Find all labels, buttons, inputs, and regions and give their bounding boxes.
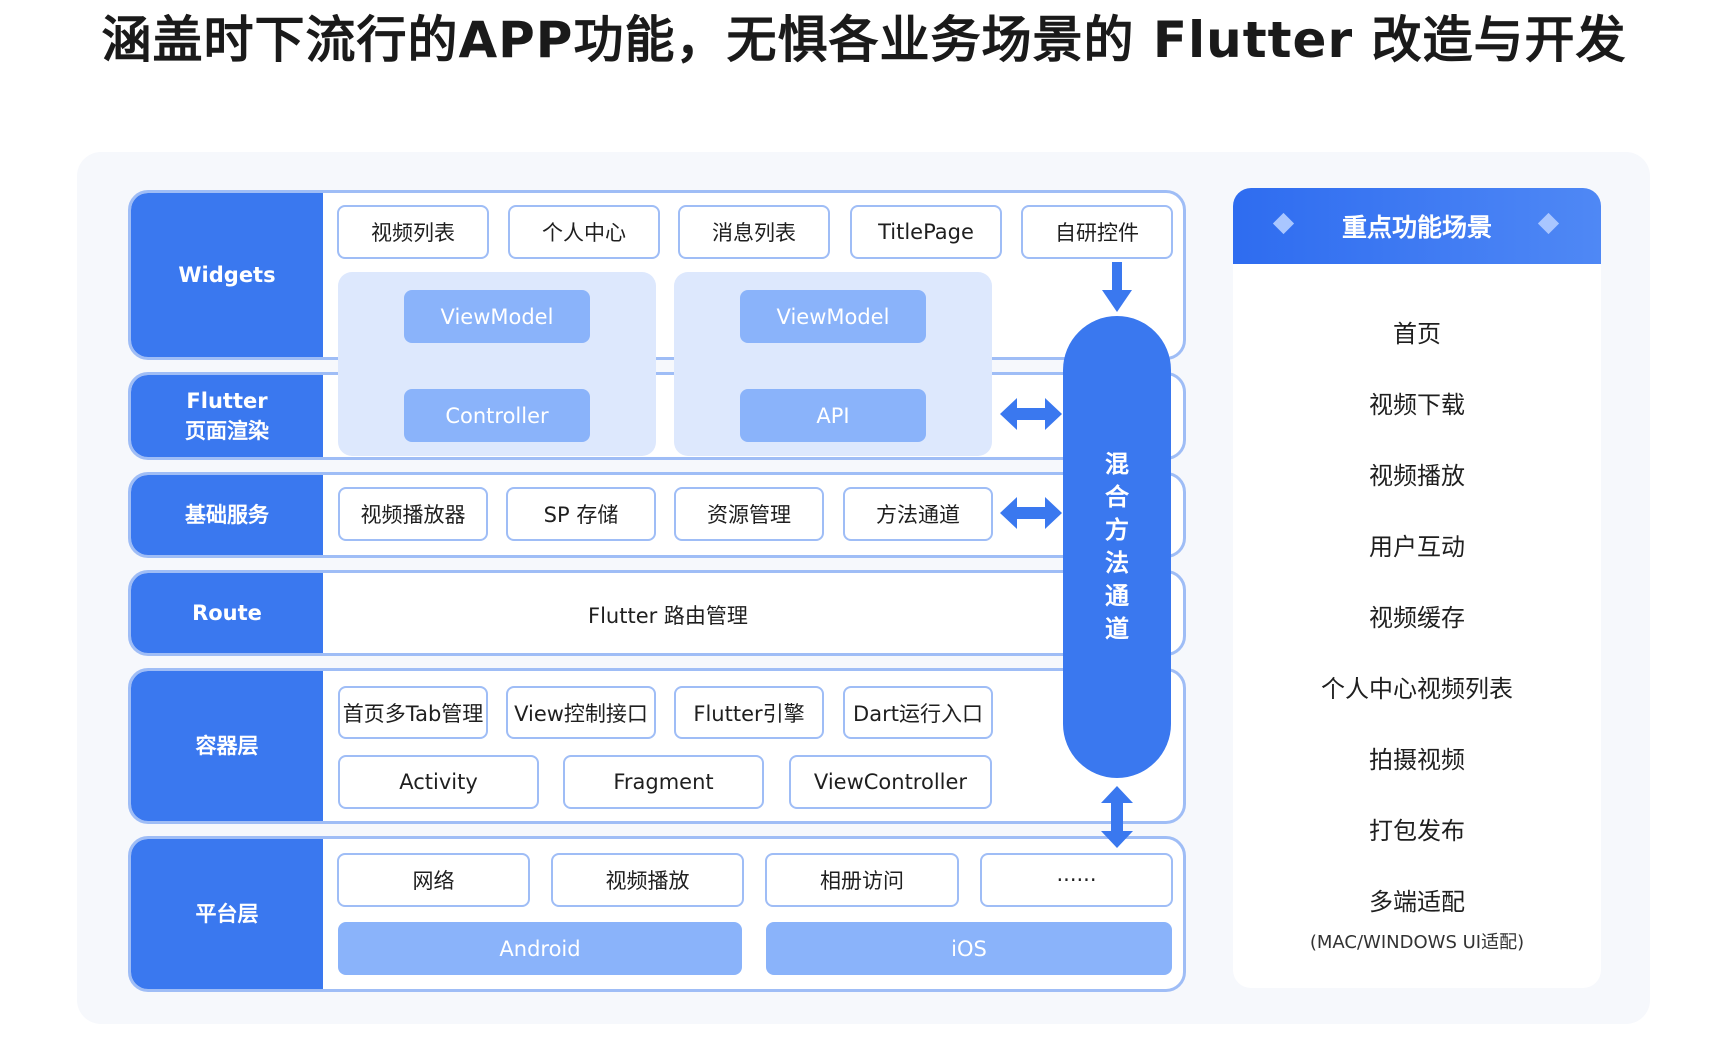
row-label-platform: 平台层: [131, 839, 323, 989]
scenario-item: 拍摄视频: [1369, 746, 1465, 774]
widget-box: 视频列表: [337, 205, 489, 259]
controller-box: Controller: [404, 389, 590, 442]
platform-box: 网络: [337, 853, 530, 907]
row-basic-services: 基础服务: [128, 472, 1186, 558]
row-label-container: 容器层: [131, 671, 323, 821]
scenario-item: 视频播放: [1369, 462, 1465, 490]
arrow-horizontal-icon: [1000, 398, 1062, 430]
scenario-item: 打包发布: [1369, 817, 1465, 845]
viewmodel-box: ViewModel: [740, 290, 926, 343]
key-scenarios-card: 重点功能场景 首页 视频下载 视频播放 用户互动 视频缓存 个人中心视频列表 拍…: [1233, 188, 1601, 988]
ios-box: iOS: [766, 922, 1172, 975]
service-box: 资源管理: [674, 487, 824, 541]
service-box: 视频播放器: [338, 487, 488, 541]
widget-box: 自研控件: [1021, 205, 1173, 259]
arrow-down-icon: [1102, 262, 1132, 312]
widget-box: 消息列表: [678, 205, 830, 259]
container-box: View控制接口: [506, 686, 656, 739]
container-box: ViewController: [789, 755, 992, 809]
hybrid-channel-label: 混合方法通道: [1105, 450, 1129, 643]
scenario-item: 首页: [1393, 320, 1441, 348]
container-box: Dart运行入口: [843, 686, 993, 739]
row-label-route: Route: [131, 573, 323, 653]
scenario-note: (MAC/WINDOWS UI适配): [1309, 932, 1525, 953]
service-box: SP 存储: [506, 487, 656, 541]
row-label-widgets: Widgets: [131, 193, 323, 357]
container-box: Activity: [338, 755, 539, 809]
row-label-basic-services: 基础服务: [131, 475, 323, 555]
scenario-item: 用户互动: [1369, 533, 1465, 561]
android-box: Android: [338, 922, 742, 975]
platform-box: 视频播放: [551, 853, 744, 907]
widget-box: TitlePage: [850, 205, 1002, 259]
route-text: Flutter 路由管理: [588, 604, 748, 628]
scenario-item: 视频缓存: [1369, 604, 1465, 632]
arrow-vertical-icon: [1101, 786, 1133, 848]
container-box: 首页多Tab管理: [338, 686, 488, 739]
scenario-item: 视频下载: [1369, 391, 1465, 419]
scenario-item: 多端适配: [1369, 888, 1465, 916]
platform-box: 相册访问: [765, 853, 959, 907]
hybrid-channel-pill: 混合方法通道: [1063, 316, 1171, 778]
viewmodel-box: ViewModel: [404, 290, 590, 343]
api-box: API: [740, 389, 926, 442]
scenario-item: 个人中心视频列表: [1321, 675, 1513, 703]
row-label-render: Flutter 页面渲染: [131, 375, 323, 457]
row-render: Flutter 页面渲染: [128, 372, 1186, 460]
page-title: 涵盖时下流行的APP功能，无惧各业务场景的 Flutter 改造与开发: [101, 11, 1627, 69]
platform-box: ······: [980, 853, 1173, 907]
service-box: 方法通道: [843, 487, 993, 541]
widget-box: 个人中心: [508, 205, 660, 259]
arrow-horizontal-icon: [1000, 497, 1062, 529]
row-route: Route: [128, 570, 1186, 656]
container-box: Flutter引擎: [674, 686, 824, 739]
container-box: Fragment: [563, 755, 764, 809]
